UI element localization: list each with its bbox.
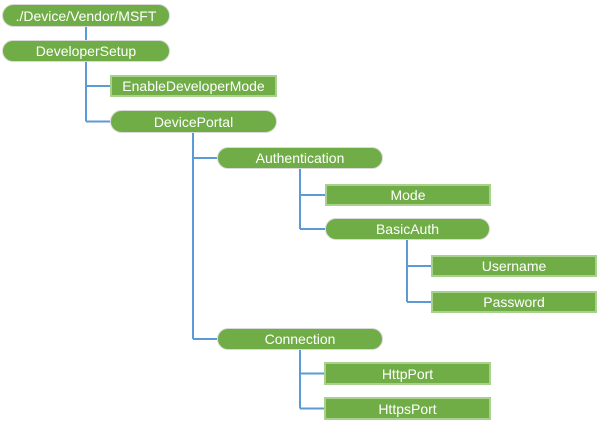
node-device-vendor-msft: ./Device/Vendor/MSFT bbox=[2, 4, 170, 27]
node-username: Username bbox=[431, 255, 597, 277]
node-mode: Mode bbox=[325, 184, 491, 206]
node-password: Password bbox=[431, 291, 597, 313]
node-authentication: Authentication bbox=[217, 147, 383, 169]
connector-developersetup-to-children bbox=[85, 62, 110, 123]
connector-connection-to-children bbox=[299, 350, 324, 410]
node-http-port: HttpPort bbox=[324, 362, 491, 385]
node-developer-setup: DeveloperSetup bbox=[2, 40, 170, 62]
node-device-portal: DevicePortal bbox=[110, 110, 277, 133]
connector-basicauth-to-children bbox=[406, 240, 431, 303]
node-connection: Connection bbox=[217, 328, 383, 350]
node-https-port: HttpsPort bbox=[324, 397, 491, 420]
connector-authentication-to-children bbox=[299, 169, 325, 230]
node-basic-auth: BasicAuth bbox=[325, 218, 490, 240]
connector-deviceportal-to-children bbox=[192, 133, 217, 340]
node-enable-developer-mode: EnableDeveloperMode bbox=[110, 75, 277, 97]
